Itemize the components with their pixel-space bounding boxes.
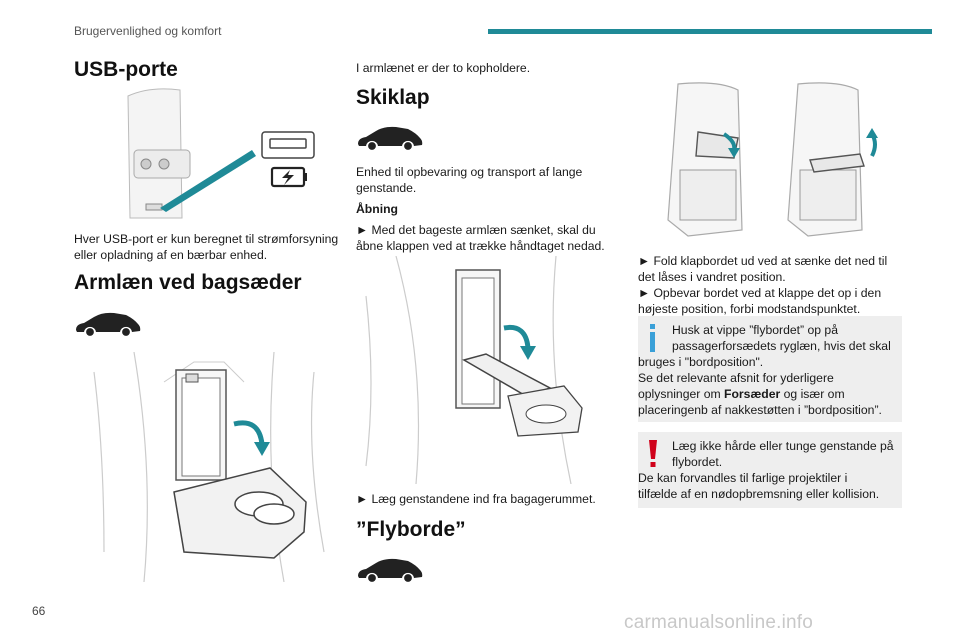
tray-title: ”Flyborde” (356, 518, 466, 541)
tray-step-1b: det låses i vandret position. (638, 270, 786, 284)
tray-step-2a: ► Opbevar bordet ved at klappe det op i … (638, 286, 882, 300)
header-accent-bar (488, 29, 932, 34)
warning-exclamation-icon (649, 440, 657, 467)
info-note-line-5: oplysninger om Forsæder og især om (638, 387, 845, 401)
ski-desc-2: genstande. (356, 181, 417, 195)
warning-note-line-1: Læg ikke hårde eller tunge genstande på (672, 439, 894, 453)
warning-note-line-3: De kan forvandles til farlige projektile… (638, 471, 848, 485)
warning-note-line-2: flybordet. (672, 455, 723, 469)
armrest-illustration (93, 352, 325, 582)
armrest-title: Armlæn ved bagsæder (74, 271, 302, 294)
warning-note-line-4: tilfælde af en nødopbremsning eller koll… (638, 487, 880, 501)
page-number: 66 (32, 604, 46, 618)
info-note-line-4: Se det relevante afsnit for yderligere (638, 371, 834, 385)
car-suv-icon (358, 558, 423, 584)
info-note: Husk at vippe ”flybordet” op på passager… (638, 316, 902, 422)
info-note-line-1: Husk at vippe ”flybordet” op på (672, 323, 838, 337)
info-note-line-6: placeringenb af nakkestøtten i ”bordposi… (638, 403, 882, 417)
usb-ports-title: USB-porte (74, 58, 178, 81)
tray-step-1a: ► Fold klapbordet ud ved at sænke det ne… (638, 254, 888, 268)
usb-text-2: eller opladning af en bærbar enhed. (74, 248, 268, 262)
usb-ports-illustration (127, 88, 315, 219)
info-note-line-3: bruges i "bordposition". (638, 355, 764, 369)
car-suv-icon (358, 126, 423, 152)
cupholders-text: I armlænet er der to kopholdere. (356, 61, 531, 75)
section-header: Brugervenlighed og komfort (74, 24, 222, 38)
warning-note: Læg ikke hårde eller tunge genstande på … (638, 432, 902, 508)
ski-desc-1: Enhed til opbevaring og transport af lan… (356, 165, 583, 179)
load-step: ► Læg genstandene ind fra bagagerummet. (356, 492, 596, 506)
car-suv-icon (76, 312, 141, 338)
watermark: carmanualsonline.info (624, 612, 814, 633)
opening-label: Åbning (356, 202, 398, 216)
front-seats-ref: Forsæder (724, 387, 781, 401)
ski-flap-title: Skiklap (356, 86, 430, 109)
info-icon (650, 324, 655, 352)
ski-flap-illustration (365, 256, 583, 484)
opening-step-1: ► Med det bageste armlæn sænket, skal du (356, 223, 596, 237)
info-note-line-2: passagerforsædets ryglæn, hvis det skal (672, 339, 891, 353)
usb-text-1: Hver USB-port er kun beregnet til strømf… (74, 232, 339, 246)
opening-step-2: åbne klappen ved at trække håndtaget ned… (356, 239, 605, 253)
tray-table-illustration (667, 82, 878, 237)
tray-step-2b: højeste position, forbi modstandspunktet… (638, 302, 861, 316)
